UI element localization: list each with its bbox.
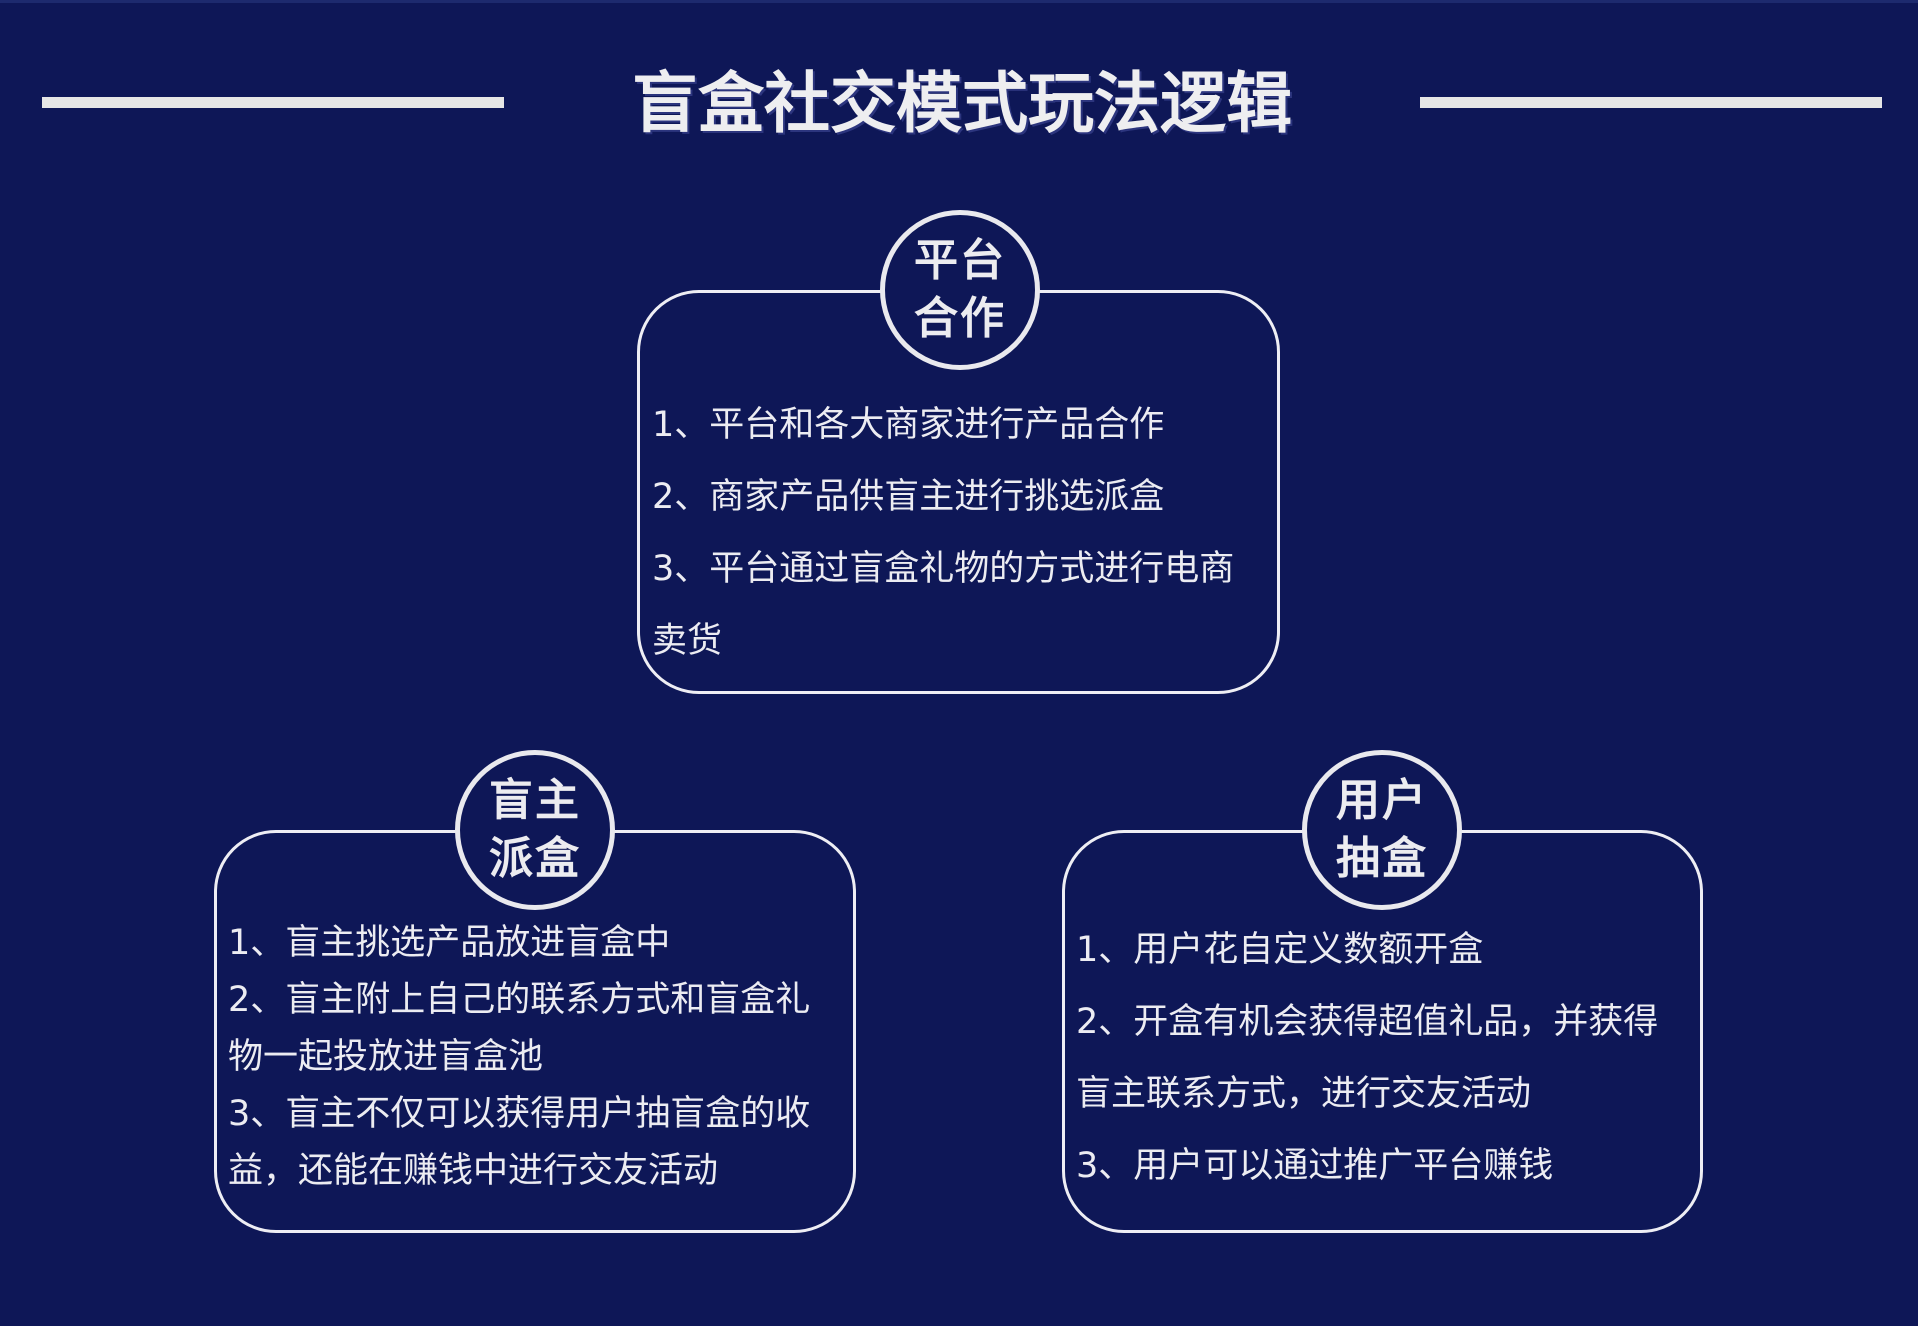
owner-dispatch-text: 1、盲主挑选产品放进盲盒中 2、盲主附上自己的联系方式和盲盒礼 物一起投放进盲盒… [228, 915, 810, 1200]
badge-label-line1: 平台 [914, 235, 1006, 286]
list-item: 3、平台通过盲盒礼物的方式进行电商 [652, 549, 1235, 589]
list-item-continuation: 盲主联系方式，进行交友活动 [1076, 1074, 1532, 1114]
owner-dispatch-badge: 盲主 派盒 [455, 750, 615, 910]
list-item-continuation: 卖货 [652, 621, 723, 661]
list-item: 3、用户可以通过推广平台赚钱 [1076, 1146, 1554, 1186]
platform-cooperation-text: 1、平台和各大商家进行产品合作 2、商家产品供盲主进行挑选派盒 3、平台通过盲盒… [652, 389, 1234, 677]
badge-label-line1: 用户 [1336, 775, 1428, 826]
list-item: 2、盲主附上自己的联系方式和盲盒礼 [228, 980, 811, 1020]
list-item: 3、盲主不仅可以获得用户抽盲盒的收 [228, 1094, 811, 1134]
badge-label-line2: 合作 [914, 293, 1006, 344]
badge-label-line1: 盲主 [489, 775, 581, 826]
top-edge-strip [0, 0, 1918, 3]
list-item: 1、平台和各大商家进行产品合作 [652, 405, 1165, 445]
user-draw-text: 1、用户花自定义数额开盒 2、开盒有机会获得超值礼品，并获得 盲主联系方式，进行… [1076, 914, 1658, 1202]
page-title: 盲盒社交模式玩法逻辑 [632, 65, 1292, 142]
list-item: 1、用户花自定义数额开盒 [1076, 930, 1484, 970]
title-rule-right [1420, 97, 1882, 108]
badge-label-line2: 抽盒 [1336, 833, 1428, 884]
title-rule-left [42, 97, 504, 108]
list-item-continuation: 益，还能在赚钱中进行交友活动 [228, 1151, 719, 1191]
list-item: 2、商家产品供盲主进行挑选派盒 [652, 477, 1165, 517]
platform-cooperation-badge: 平台 合作 [880, 210, 1040, 370]
user-draw-badge: 用户 抽盒 [1302, 750, 1462, 910]
list-item: 2、开盒有机会获得超值礼品，并获得 [1076, 1002, 1659, 1042]
list-item-continuation: 物一起投放进盲盒池 [228, 1037, 544, 1077]
badge-label-line2: 派盒 [489, 833, 581, 884]
list-item: 1、盲主挑选产品放进盲盒中 [228, 923, 671, 963]
